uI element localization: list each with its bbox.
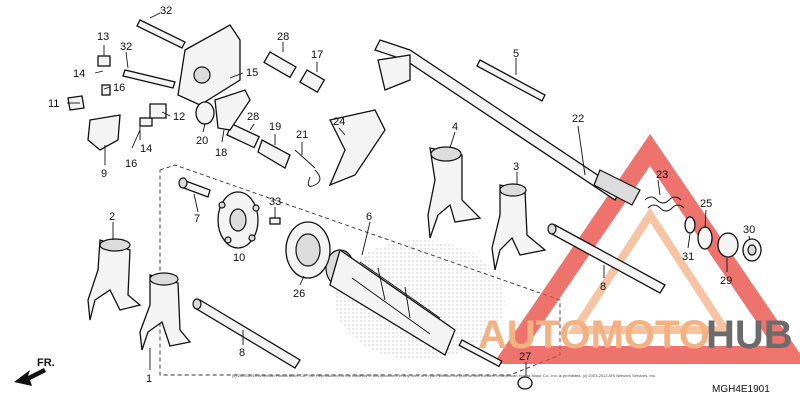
callout-18: 18 <box>215 147 227 159</box>
spring-small <box>101 84 111 96</box>
callout-31: 31 <box>682 251 694 263</box>
callout-7: 7 <box>194 213 200 225</box>
callout-29: 29 <box>720 275 732 287</box>
shift-arm <box>328 109 386 187</box>
watermark-text: AUTOMOTO HUB <box>478 313 793 357</box>
callout-28-upper: 28 <box>277 31 289 43</box>
collar <box>517 376 533 390</box>
callout-22: 22 <box>572 113 584 125</box>
callout-32-lower: 32 <box>120 41 132 53</box>
callout-32-upper: 32 <box>160 5 172 17</box>
bolt-long-lower <box>122 69 176 89</box>
callout-16-lower: 16 <box>125 158 137 170</box>
callout-11: 11 <box>48 98 59 110</box>
callout-10: 10 <box>233 252 245 264</box>
bolt-long-upper <box>136 19 186 49</box>
front-direction-arrow: FR. <box>14 357 55 386</box>
oil-seal-inner <box>747 244 757 256</box>
callout-28-lower: 28 <box>247 111 259 123</box>
watermark-text-gray: HUB <box>706 313 793 357</box>
collar-middle <box>299 69 326 94</box>
callout-labels: 1 2 3 4 5 6 7 8 8 9 10 11 12 13 14 14 15… <box>48 5 755 385</box>
joint <box>257 139 291 169</box>
shift-fork-right <box>491 183 547 271</box>
callout-33: 33 <box>269 196 281 208</box>
callout-24: 24 <box>333 116 345 128</box>
return-spring <box>644 196 685 212</box>
diagram-code: MGH4E1901 <box>712 384 770 395</box>
callout-4: 4 <box>452 121 458 133</box>
callout-23: 23 <box>656 169 668 181</box>
circlip <box>684 216 696 234</box>
fork-shaft-lower <box>192 298 301 369</box>
callout-5: 5 <box>513 48 519 60</box>
bearing <box>285 221 331 279</box>
callout-8-lower: 8 <box>239 347 245 359</box>
callout-12: 12 <box>173 111 185 123</box>
spring-arm <box>294 149 321 187</box>
pin <box>269 217 281 225</box>
stopper-arm <box>214 89 251 131</box>
collar-upper <box>263 51 297 79</box>
callout-20: 20 <box>196 135 208 147</box>
stopper-pin <box>476 59 546 102</box>
callout-2: 2 <box>109 211 115 223</box>
drum-stopper-arm <box>87 114 121 151</box>
nut <box>97 55 111 67</box>
drum-bolt <box>178 177 211 198</box>
callout-19: 19 <box>269 121 281 133</box>
callout-25: 25 <box>700 198 712 210</box>
callout-13: 13 <box>97 31 109 43</box>
drum-center <box>217 191 260 249</box>
collar-small <box>139 117 153 127</box>
callout-21: 21 <box>296 129 308 141</box>
callout-17: 17 <box>311 49 323 61</box>
callout-30: 30 <box>743 224 755 236</box>
gearshift-spindle <box>374 39 641 206</box>
shift-fork-front <box>139 272 192 351</box>
stopper-plate <box>177 24 241 106</box>
shift-drum <box>325 248 503 368</box>
honda-logo-watermark <box>335 240 505 360</box>
callout-14-lower: 14 <box>140 143 152 155</box>
callout-15: 15 <box>246 67 258 79</box>
washer-small <box>195 101 215 125</box>
callout-27: 27 <box>519 351 531 363</box>
callout-9: 9 <box>101 168 107 180</box>
callout-26: 26 <box>293 288 305 300</box>
callout-1: 1 <box>146 373 152 385</box>
callout-14-upper: 14 <box>73 68 85 80</box>
watermark-text-orange: AUTOMOTO <box>478 313 710 357</box>
callout-3: 3 <box>513 161 519 173</box>
retainer <box>149 103 167 119</box>
direction-label: FR. <box>37 357 55 369</box>
fork-shaft-upper <box>547 223 666 294</box>
shift-fork-center <box>427 146 482 239</box>
callout-6: 6 <box>366 211 372 223</box>
callout-16-upper: 16 <box>113 82 125 94</box>
copyright-text: (c) 2003-2013 American Honda Motor Co., … <box>232 373 656 378</box>
washer <box>697 226 713 250</box>
shift-fork-left <box>87 238 142 321</box>
callout-8-upper: 8 <box>600 281 606 293</box>
leader-lines <box>67 12 751 376</box>
needle-bearing <box>717 232 739 258</box>
